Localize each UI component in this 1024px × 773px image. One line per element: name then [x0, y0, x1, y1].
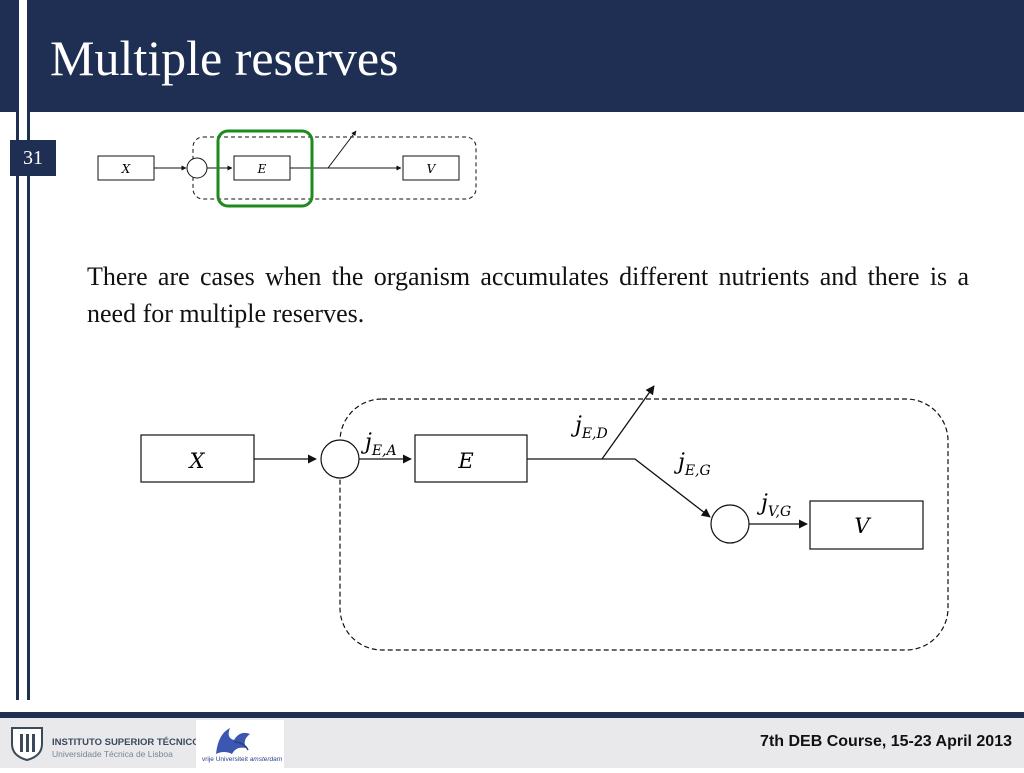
reserve-highlight [216, 129, 314, 208]
vu-name: vrije Universiteit amsterdam [202, 756, 283, 763]
course-info: 7th DEB Course, 15-23 April 2013 [760, 733, 1012, 750]
ist-subtitle: Universidade Técnica de Lisboa [52, 749, 173, 759]
small-diagram: X E V [97, 129, 477, 208]
slide-number: 31 [10, 140, 56, 176]
box-v [809, 500, 924, 550]
flux-label-jeg: jE,G [673, 450, 711, 479]
label-x: X [188, 449, 206, 473]
growth-node [710, 504, 750, 544]
ist-logo-icon [11, 727, 43, 762]
label-e: E [457, 449, 473, 473]
label-v: V [854, 514, 871, 538]
small-box-v [402, 155, 460, 181]
flux-label-jvg: jV,G [756, 491, 791, 520]
slide-title: Multiple reserves [50, 30, 399, 86]
box-x [140, 434, 255, 483]
small-label-x: X [121, 162, 131, 176]
box-e [414, 434, 528, 483]
assimilation-node [320, 439, 360, 479]
small-label-e: E [257, 162, 267, 176]
small-label-v: V [427, 162, 437, 176]
footer-bar [0, 718, 1024, 768]
flux-label-jed: jE,D [570, 413, 608, 442]
ist-name: INSTITUTO SUPERIOR TÉCNICO [52, 737, 200, 748]
body-paragraph: There are cases when the organism accumu… [87, 262, 969, 328]
footer-divider [0, 712, 1024, 718]
title-bar [0, 0, 1024, 112]
vu-logo [196, 720, 284, 768]
flux-label-jea: jE,A [360, 430, 397, 459]
large-diagram: X E V jE,A jE,D jE,G jV,G [140, 385, 949, 651]
vu-griffin-icon [216, 728, 250, 754]
small-assimilation-node [186, 157, 208, 179]
organism-boundary [339, 398, 949, 651]
